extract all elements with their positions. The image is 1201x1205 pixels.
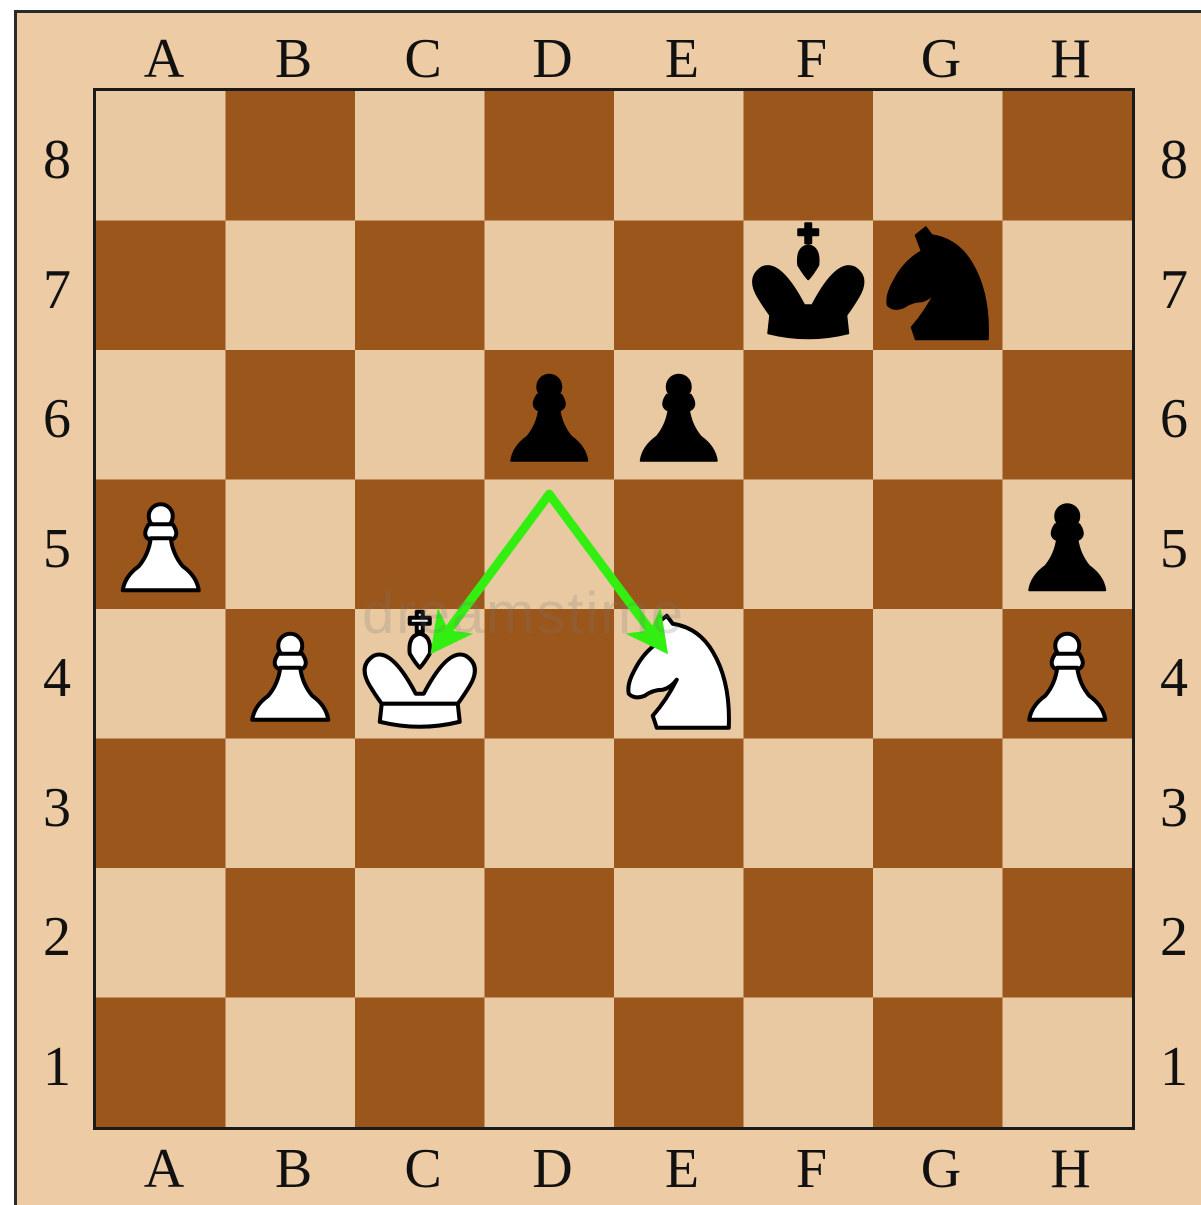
square-a1[interactable] (96, 998, 226, 1128)
square-c6[interactable] (355, 350, 485, 480)
square-e8[interactable] (614, 91, 744, 221)
square-b3[interactable] (226, 739, 356, 869)
file-label-f: F (747, 1141, 877, 1197)
square-d7[interactable] (485, 221, 615, 351)
square-f8[interactable] (744, 91, 874, 221)
square-b7[interactable] (226, 221, 356, 351)
file-label-b: B (229, 1141, 359, 1197)
square-h8[interactable] (1003, 91, 1133, 221)
square-d3[interactable] (485, 739, 615, 869)
file-label-b: B (229, 31, 359, 87)
file-label-g: G (876, 1141, 1006, 1197)
square-f6[interactable] (744, 350, 874, 480)
square-f2[interactable] (744, 868, 874, 998)
square-a2[interactable] (96, 868, 226, 998)
rank-label-2: 2 (1144, 909, 1201, 965)
rank-label-4: 4 (1144, 650, 1201, 706)
square-d1[interactable] (485, 998, 615, 1128)
square-e3[interactable] (614, 739, 744, 869)
square-c7[interactable] (355, 221, 485, 351)
square-d8[interactable] (485, 91, 615, 221)
file-label-d: D (488, 1141, 618, 1197)
square-c3[interactable] (355, 739, 485, 869)
square-h3[interactable] (1003, 739, 1133, 869)
square-a3[interactable] (96, 739, 226, 869)
square-e2[interactable] (614, 868, 744, 998)
square-f4[interactable] (744, 609, 874, 739)
square-f1[interactable] (744, 998, 874, 1128)
file-label-c: C (358, 1141, 488, 1197)
square-d2[interactable] (485, 868, 615, 998)
square-a4[interactable] (96, 609, 226, 739)
square-f3[interactable] (744, 739, 874, 869)
rank-label-1: 1 (27, 1039, 87, 1095)
square-g6[interactable] (873, 350, 1003, 480)
rank-label-3: 3 (27, 780, 87, 836)
rank-label-4: 4 (27, 650, 87, 706)
square-h7[interactable] (1003, 221, 1133, 351)
square-b1[interactable] (226, 998, 356, 1128)
file-label-g: G (876, 31, 1006, 87)
square-b2[interactable] (226, 868, 356, 998)
square-h2[interactable] (1003, 868, 1133, 998)
square-g4[interactable] (873, 609, 1003, 739)
square-b5[interactable] (226, 480, 356, 610)
square-a6[interactable] (96, 350, 226, 480)
rank-label-8: 8 (1144, 132, 1201, 188)
rank-label-1: 1 (1144, 1039, 1201, 1095)
watermark: dreamstime (362, 580, 685, 647)
rank-label-7: 7 (1144, 262, 1201, 318)
square-g5[interactable] (873, 480, 1003, 610)
square-c2[interactable] (355, 868, 485, 998)
square-b8[interactable] (226, 91, 356, 221)
file-label-h: H (1006, 31, 1136, 87)
rank-label-8: 8 (27, 132, 87, 188)
square-g3[interactable] (873, 739, 1003, 869)
square-g1[interactable] (873, 998, 1003, 1128)
file-label-c: C (358, 31, 488, 87)
square-h1[interactable] (1003, 998, 1133, 1128)
square-b6[interactable] (226, 350, 356, 480)
square-c1[interactable] (355, 998, 485, 1128)
rank-label-7: 7 (27, 262, 87, 318)
file-label-f: F (747, 31, 877, 87)
rank-label-6: 6 (1144, 391, 1201, 447)
file-label-e: E (617, 1141, 747, 1197)
square-e1[interactable] (614, 998, 744, 1128)
square-g2[interactable] (873, 868, 1003, 998)
square-e7[interactable] (614, 221, 744, 351)
file-label-a: A (99, 31, 229, 87)
square-a8[interactable] (96, 91, 226, 221)
file-label-a: A (99, 1141, 229, 1197)
file-label-d: D (488, 31, 618, 87)
square-h6[interactable] (1003, 350, 1133, 480)
rank-label-3: 3 (1144, 780, 1201, 836)
rank-label-5: 5 (1144, 521, 1201, 577)
square-f5[interactable] (744, 480, 874, 610)
square-a7[interactable] (96, 221, 226, 351)
rank-label-2: 2 (27, 909, 87, 965)
file-label-h: H (1006, 1141, 1136, 1197)
file-label-e: E (617, 31, 747, 87)
rank-label-6: 6 (27, 391, 87, 447)
square-c8[interactable] (355, 91, 485, 221)
square-g8[interactable] (873, 91, 1003, 221)
rank-label-5: 5 (27, 521, 87, 577)
